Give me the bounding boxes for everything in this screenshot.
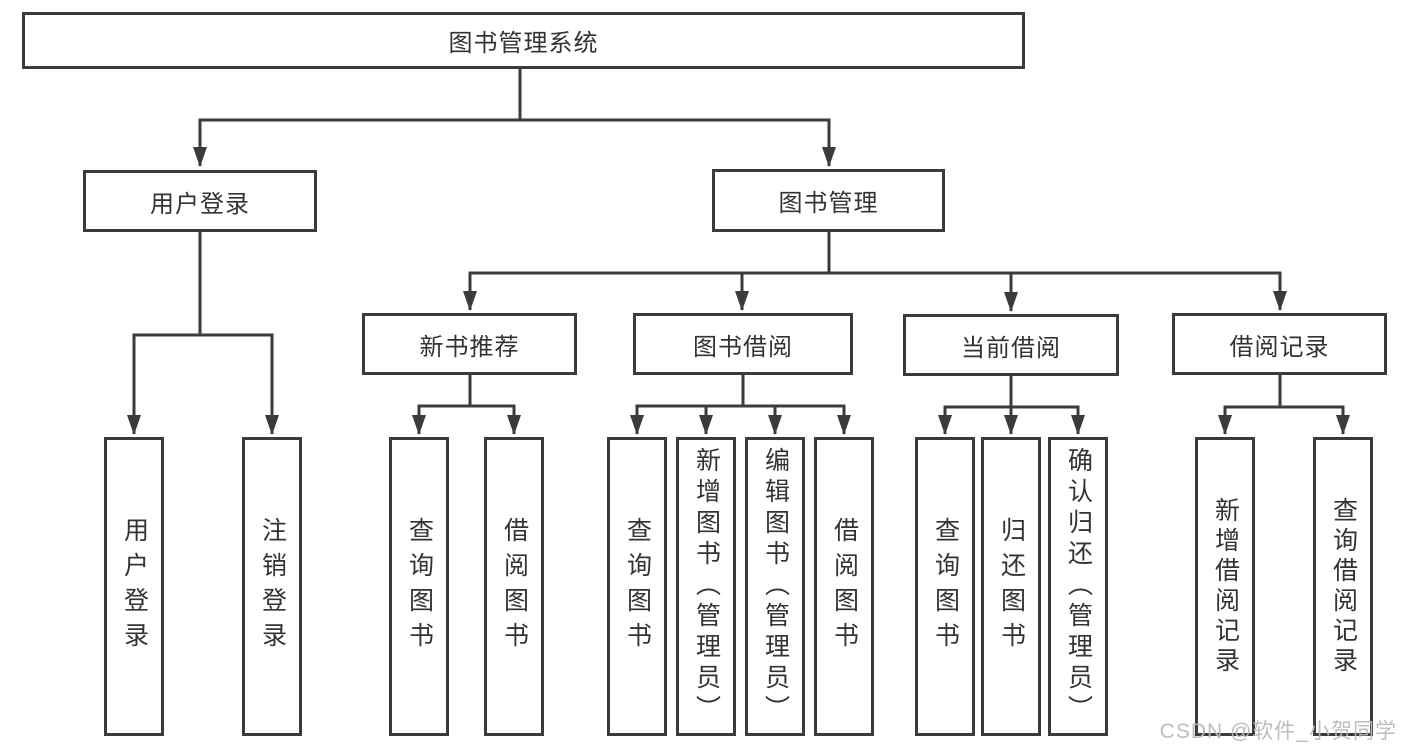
- node-label: 查询图书: [931, 516, 960, 657]
- node-label: 查询图书: [623, 516, 652, 657]
- leaf-query-books-current: 查询图书: [915, 437, 975, 736]
- node-label: 借阅图书: [830, 516, 859, 657]
- node-label: 图书管理系统: [448, 30, 599, 57]
- connector-current-borrow-branch: [938, 376, 1085, 435]
- node-label: 当前借阅: [961, 334, 1061, 362]
- connector-book-borrow-branch: [630, 375, 851, 435]
- node-book-management: 图书管理: [712, 169, 945, 232]
- node-user-login: 用户登录: [83, 170, 317, 232]
- node-label: 新增图书（管理员）: [692, 447, 721, 726]
- leaf-query-borrow-record: 查询借阅记录: [1313, 437, 1373, 736]
- connector-new-book-recommend-branch: [412, 375, 521, 435]
- node-label: 查询借阅记录: [1329, 496, 1358, 677]
- leaf-return-books: 归还图书: [981, 437, 1041, 736]
- leaf-edit-books-admin: 编辑图书（管理员）: [745, 437, 805, 736]
- node-label: 确认归还（管理员）: [1064, 447, 1093, 726]
- node-label: 注销登录: [258, 516, 287, 657]
- leaf-add-borrow-record: 新增借阅记录: [1195, 437, 1255, 736]
- connector-root-to-level2: [193, 69, 836, 167]
- leaf-logout: 注销登录: [242, 437, 302, 736]
- watermark: CSDN @软件_小贺同学: [1159, 720, 1397, 743]
- node-label: 查询图书: [405, 516, 434, 657]
- node-label: 图书借阅: [693, 333, 793, 361]
- connector-user-login-branch: [127, 232, 279, 435]
- node-label: 借阅记录: [1229, 333, 1330, 361]
- connector-borrow-records-branch: [1218, 375, 1350, 435]
- leaf-borrow-books: 借阅图书: [814, 437, 874, 736]
- leaf-query-books-borrow: 查询图书: [607, 437, 667, 736]
- node-borrow-records: 借阅记录: [1172, 313, 1387, 375]
- node-label: 新书推荐: [419, 333, 520, 361]
- node-label: 编辑图书（管理员）: [761, 447, 790, 726]
- node-label: 归还图书: [997, 516, 1026, 657]
- node-book-borrow: 图书借阅: [633, 313, 853, 375]
- node-current-borrow: 当前借阅: [903, 314, 1119, 376]
- leaf-query-books-recommend: 查询图书: [389, 437, 449, 736]
- leaf-confirm-return-admin: 确认归还（管理员）: [1048, 437, 1108, 736]
- node-root-system: 图书管理系统: [22, 12, 1025, 69]
- node-label: 用户登录: [120, 516, 149, 657]
- node-label: 图书管理: [778, 190, 879, 217]
- node-label: 新增借阅记录: [1211, 496, 1240, 677]
- connector-book-management-branch: [463, 232, 1287, 312]
- node-label: 借阅图书: [500, 516, 529, 657]
- leaf-user-login: 用户登录: [104, 437, 164, 736]
- node-new-book-recommend: 新书推荐: [362, 313, 577, 375]
- leaf-borrow-books-recommend: 借阅图书: [484, 437, 544, 736]
- node-label: 用户登录: [150, 190, 250, 218]
- leaf-add-books-admin: 新增图书（管理员）: [676, 437, 736, 736]
